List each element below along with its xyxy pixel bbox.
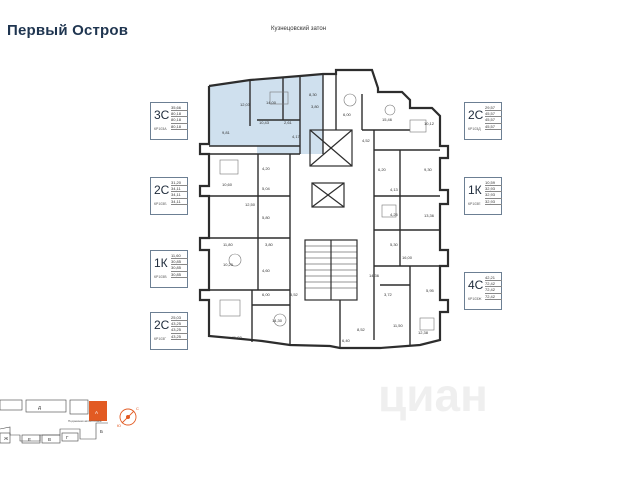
room-12: 4,52	[362, 138, 371, 143]
room-30: 6,00	[262, 292, 271, 297]
block-label-zh: Ж	[4, 436, 9, 441]
room-33: 5,95	[426, 288, 435, 293]
watermark: циан	[378, 369, 488, 421]
room-7: 2,61	[284, 120, 293, 125]
highlighted-block	[89, 401, 107, 421]
room-17: 5,80	[262, 215, 271, 220]
compass-icon: Ю С	[117, 406, 139, 428]
room-11: 10,12	[424, 121, 435, 126]
room-36: 11,50	[393, 323, 403, 328]
room-14: 4,20	[262, 166, 271, 171]
brand-title: Первый Остров	[7, 22, 129, 39]
block-label-d: Д	[38, 405, 41, 410]
room-25: 5,30	[390, 242, 399, 247]
outer-wall	[198, 68, 450, 350]
highlighted-apartment	[209, 74, 323, 154]
room-8: 4,17	[292, 134, 301, 139]
room-13: 10,60	[222, 182, 233, 187]
room-10: 15,46	[382, 117, 393, 122]
room-9: 6,00	[343, 112, 352, 117]
room-37: 12,38	[418, 330, 429, 335]
block-label-v: В	[48, 437, 51, 442]
block-label-b: Б	[100, 429, 103, 434]
room-24: 3,80	[265, 242, 274, 247]
room-26: 16,00	[402, 255, 413, 260]
room-1: 12,03	[240, 102, 251, 107]
parking-note: Подземная автостоянка	[68, 419, 102, 423]
room-16: 12,50	[245, 202, 256, 207]
room-39: 6,40	[342, 338, 351, 343]
room-32: 3,72	[384, 292, 393, 297]
room-34: 14,30	[272, 318, 283, 323]
svg-text:Ю: Ю	[117, 423, 121, 428]
room-29: 14,36	[369, 273, 380, 278]
room-4: 3,80	[311, 104, 320, 109]
room-15: 5,04	[262, 186, 271, 191]
room-23: 11,80	[223, 242, 233, 247]
room-35: 8,52	[357, 327, 366, 332]
room-3: 8,30	[309, 92, 318, 97]
room-6: 10,43	[259, 120, 270, 125]
room-28: 4,60	[262, 268, 271, 273]
room-2: 14,00	[266, 100, 277, 105]
room-18: 6,20	[378, 167, 387, 172]
block-label-a: А	[95, 410, 98, 415]
room-31: 5,52	[290, 292, 299, 297]
svg-text:С: С	[136, 406, 139, 411]
room-27: 10,20	[223, 262, 234, 267]
site-plan: Д Б Е В Г Ж А Подземная автостоянка Ю С	[0, 399, 139, 444]
room-5: 9,81	[222, 130, 231, 135]
room-21: 4,25	[390, 212, 399, 217]
room-22: 13,36	[424, 213, 435, 218]
block-label-g: Г	[66, 435, 69, 440]
street-label: Кузнецовский затон	[271, 26, 327, 32]
room-19: 9,30	[424, 167, 433, 172]
room-38: 11,03	[232, 335, 242, 340]
block-label-e: Е	[28, 437, 31, 442]
room-20: 4,13	[390, 187, 399, 192]
